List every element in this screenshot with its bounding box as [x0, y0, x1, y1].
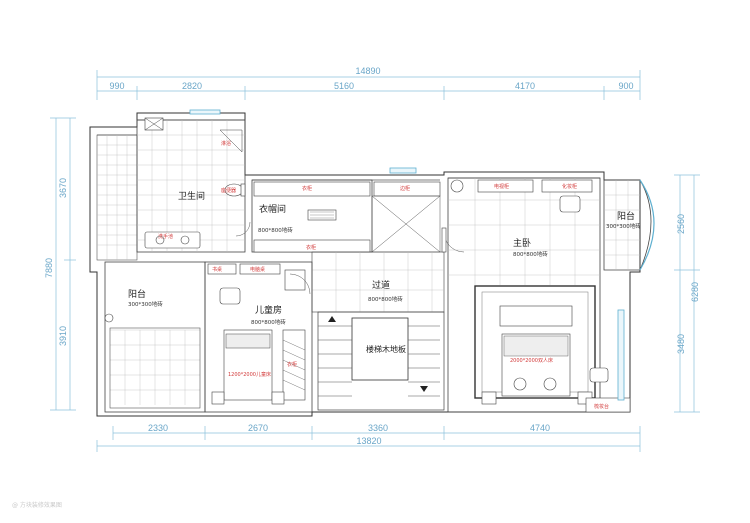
tall-cabinet-label: 化妆柜	[562, 183, 577, 190]
tall-cabinet	[541, 179, 593, 193]
kids-wardrobe-label: 衣柜	[287, 361, 297, 368]
dim-left-total: 7880	[44, 258, 54, 278]
wardrobe-top-left-label: 衣柜	[302, 185, 312, 192]
dim-top-seg-4: 4170	[515, 81, 535, 91]
chair-icon	[589, 367, 609, 383]
pillow-icon	[513, 377, 527, 391]
bathroom-label: 卫生间	[178, 190, 205, 202]
dim-left-seg-2: 3910	[58, 326, 68, 346]
computer-desk-label: 电脑桌	[250, 266, 265, 273]
chair-icon	[219, 287, 241, 305]
kids-desk	[207, 263, 237, 275]
dim-bottom-seg-2: 2670	[248, 423, 268, 433]
tv-cabinet	[477, 179, 534, 193]
master-bedroom-floor-label: 800*800地砖	[513, 250, 548, 258]
dim-top-seg-5: 900	[618, 81, 633, 91]
nightstand-icon	[211, 391, 225, 405]
right-balcony	[603, 179, 655, 271]
door-swing-icon	[443, 231, 465, 253]
stair	[317, 311, 445, 411]
balcony-window	[639, 179, 655, 271]
dressing-table	[585, 397, 631, 413]
dim-bottom-seg-1: 2330	[148, 423, 168, 433]
watermark: @ 方块装修效果图	[12, 501, 62, 509]
dim-top-seg-1: 990	[109, 81, 124, 91]
dim-right-seg-2: 3480	[676, 334, 686, 354]
dim-left-seg-1: 3670	[58, 178, 68, 198]
chair-icon	[559, 195, 581, 213]
toilet-label: 座便器	[221, 187, 236, 194]
kids-room-floor-label: 800*800地砖	[251, 318, 286, 326]
balcony-left-label: 阳台	[128, 288, 146, 300]
wardrobe-window	[389, 167, 417, 174]
balcony-right-label: 阳台	[617, 210, 635, 222]
dim-bottom-seg-3: 3360	[368, 423, 388, 433]
bottom-dimension-lines	[96, 426, 641, 452]
wardrobe-room	[235, 167, 441, 253]
dim-top-total: 14890	[355, 66, 380, 76]
kids-bed-label: 1200*2000儿童床	[228, 371, 271, 378]
dim-bottom-seg-4: 4740	[530, 423, 550, 433]
stair-up-arrow-icon	[328, 316, 336, 322]
stair-down-arrow-icon	[420, 386, 428, 392]
bathroom-window	[189, 109, 221, 115]
dim-top-seg-3: 5160	[334, 81, 354, 91]
shower-icon	[219, 129, 243, 153]
dim-top-seg-2: 2820	[182, 81, 202, 91]
door-swing-icon	[235, 221, 251, 237]
corridor-label: 过道	[372, 279, 390, 291]
master-bed-label: 2000*2000双人床	[510, 357, 553, 364]
shower-label: 淋浴	[221, 140, 231, 147]
computer-desk	[239, 263, 281, 275]
dressing-table-label: 梳妆台	[594, 403, 609, 410]
nightstand-icon	[271, 391, 285, 405]
kids-room-label: 儿童房	[255, 304, 282, 316]
master-bedroom	[447, 177, 631, 413]
wardrobe-top-right-label: 边柜	[400, 185, 410, 192]
wardrobe-bottom-label: 衣柜	[306, 244, 316, 251]
drain-icon	[104, 313, 114, 323]
kids-desk-label: 书桌	[212, 266, 222, 273]
pillow-icon	[543, 377, 557, 391]
kids-cabinet	[284, 269, 306, 291]
left-balcony-top-tiles	[96, 134, 138, 261]
door-swing-icon	[289, 273, 311, 295]
balcony-left-floor-label: 300*300地砖	[128, 300, 163, 308]
bench-icon	[499, 305, 573, 327]
stair-label: 楼梯木地板	[366, 344, 406, 354]
left-dimension-lines	[50, 117, 76, 411]
nightstand-icon	[481, 391, 497, 405]
kids-room	[204, 261, 313, 413]
dim-right-total: 6280	[690, 282, 700, 302]
balcony-right-floor-label: 300*300地砖	[606, 222, 641, 230]
wardrobe-room-label: 衣帽间	[259, 203, 286, 215]
corridor-floor-label: 800*800地砖	[368, 295, 403, 303]
bedroom-carpet	[474, 285, 596, 399]
left-balcony-bottom	[104, 261, 206, 413]
dim-bottom-total: 13820	[356, 436, 381, 446]
top-dimension-lines	[96, 70, 641, 100]
dim-right-seg-1: 2560	[676, 214, 686, 234]
master-bedroom-label: 主卧	[513, 237, 531, 249]
wardrobe-floor-label: 800*800地砖	[258, 226, 293, 234]
bedroom-window	[617, 309, 625, 401]
right-dimension-lines	[674, 174, 700, 413]
tv-cabinet-label: 电视柜	[494, 183, 509, 190]
bathroom	[136, 109, 246, 253]
basin-label: 洗手池	[158, 233, 173, 240]
wardrobe-top-left	[253, 181, 371, 197]
plant-icon	[450, 179, 464, 193]
